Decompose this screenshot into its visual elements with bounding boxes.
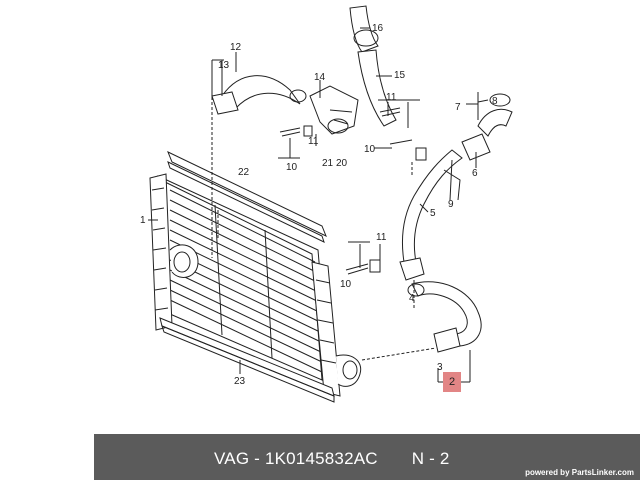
charge-hose-upper-left	[211, 75, 307, 115]
callout-21: 21	[322, 158, 334, 169]
air-guide-top	[167, 150, 327, 243]
callout-23: 23	[234, 376, 246, 387]
callout-7: 7	[455, 102, 461, 113]
footer-bar: VAG - 1K0145832AC N - 2 powered by PartsL…	[94, 434, 640, 480]
callout-15: 15	[394, 70, 406, 81]
callout-6: 6	[472, 168, 478, 179]
highlighted-part-label[interactable]: 2	[443, 372, 461, 392]
callout-8: 8	[492, 96, 498, 107]
callout-14: 14	[314, 72, 326, 83]
callout-10-a: 10	[286, 162, 298, 173]
part-number: VAG - 1K0145832AC	[214, 449, 378, 468]
callout-20: 20	[336, 158, 348, 169]
leader-lines	[148, 27, 489, 383]
callout-4: 4	[409, 293, 415, 304]
callout-5: 5	[430, 208, 436, 219]
charge-hose-lower	[407, 281, 482, 353]
callout-13: 13	[218, 60, 230, 71]
connector-pipe	[309, 85, 359, 135]
callout-10-b: 10	[364, 144, 376, 155]
powered-by-credit: powered by PartsLinker.com	[525, 468, 634, 477]
callout-16: 16	[372, 23, 384, 34]
highlighted-part-number: 2	[448, 376, 456, 388]
left-end-tank	[149, 173, 199, 331]
callout-10-c: 10	[340, 279, 352, 290]
callout-12: 12	[230, 42, 242, 53]
callout-11-c: 11	[376, 232, 387, 243]
callout-9: 9	[448, 199, 454, 210]
position-label: N - 2	[411, 449, 450, 468]
callout-22: 22	[238, 167, 250, 178]
parts-diagram: 1 3 4 5 6 7 8 9 10 10 10 11 11 11 12 13 …	[140, 5, 513, 403]
charge-hose-upper	[349, 5, 397, 127]
charge-pipe	[399, 149, 463, 281]
callout-labels: 1 3 4 5 6 7 8 9 10 10 10 11 11 11 12 13 …	[140, 23, 498, 387]
callout-3: 3	[437, 362, 443, 373]
part-number-title: VAG - 1K0145832AC N - 2	[214, 449, 450, 469]
air-guide-bottom	[159, 317, 335, 403]
right-end-tank	[311, 261, 362, 397]
bolts	[279, 107, 427, 275]
callout-1: 1	[140, 215, 146, 226]
callout-11-b: 11	[386, 92, 397, 103]
callout-11-a: 11	[308, 136, 319, 147]
charge-hose-right	[461, 93, 513, 161]
